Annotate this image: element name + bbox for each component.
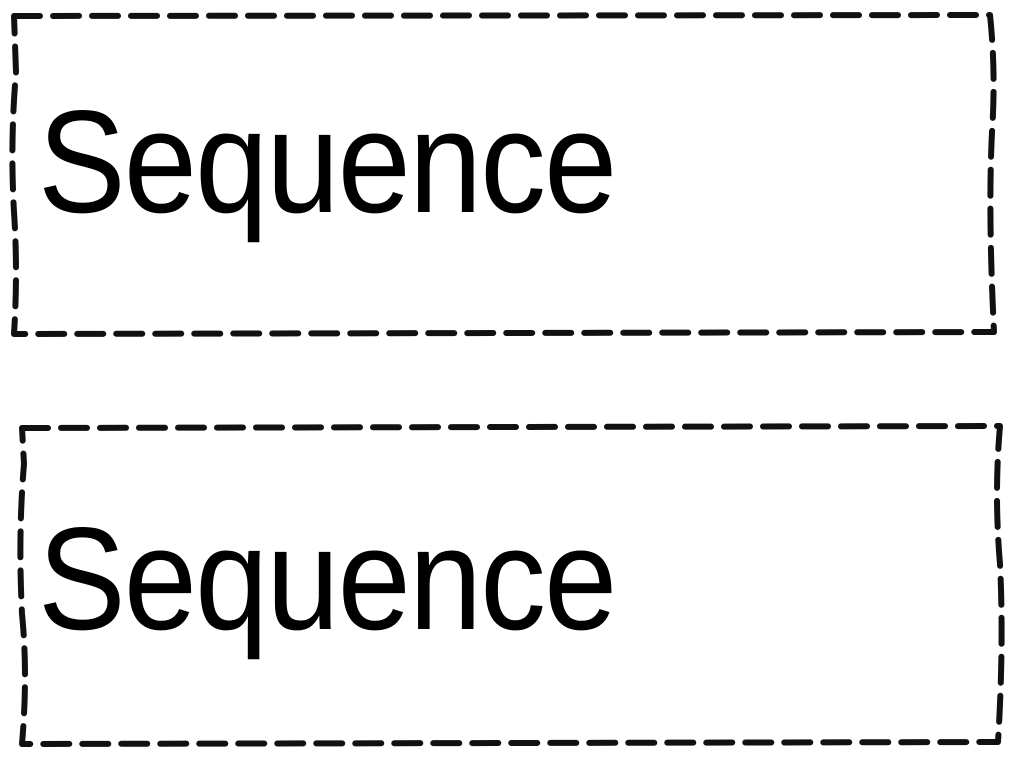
card-label: Sequence: [38, 80, 617, 243]
dashed-border: [9, 12, 997, 337]
word-card-1: Sequence: [9, 12, 1000, 337]
dashed-border: [17, 423, 1005, 747]
card-label: Sequence: [38, 497, 617, 660]
word-card-2: Sequence: [17, 423, 1008, 747]
